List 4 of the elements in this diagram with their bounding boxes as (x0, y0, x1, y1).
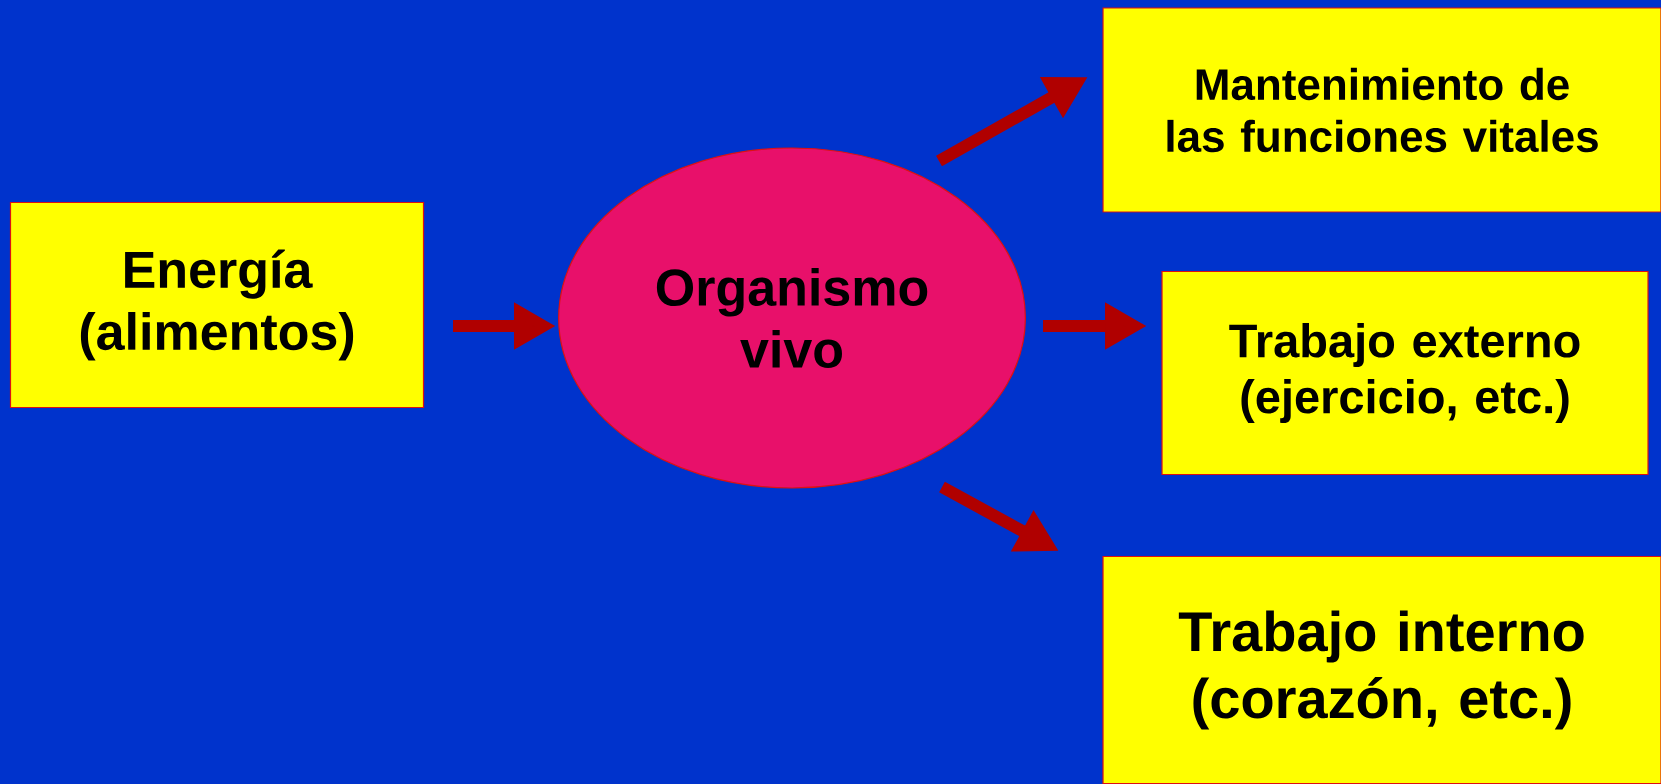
text-box: Trabajo externo (ejercicio, etc.) (1161, 270, 1649, 476)
text-box: Mantenimiento de las funciones vitales (1102, 7, 1661, 213)
text-box: Energía (alimentos) (9, 201, 425, 409)
text-box: Trabajo interno (corazón, etc.) (1102, 555, 1661, 784)
